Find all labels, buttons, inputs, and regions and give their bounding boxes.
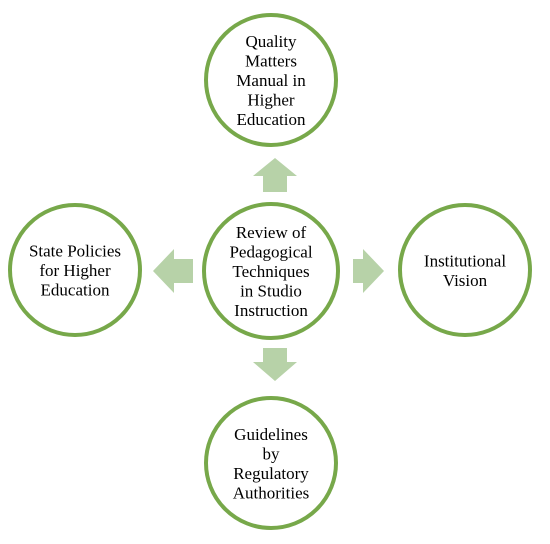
right-label-line: Vision	[443, 271, 488, 290]
left-label-line: for Higher	[39, 261, 111, 280]
bottom-label-line: by	[263, 444, 281, 463]
right-label-line: Institutional	[424, 251, 506, 270]
left-node-circle	[8, 203, 142, 337]
bottom-label-line: Regulatory	[233, 464, 309, 483]
right-node-circle	[398, 203, 532, 337]
center-label-line: Pedagogical	[229, 243, 312, 262]
arrow-right	[353, 249, 384, 293]
center-node-circle	[202, 202, 340, 340]
center-label-line: in Studio	[240, 282, 302, 301]
left-label-line: Education	[41, 281, 110, 300]
center-label-line: Instruction	[234, 301, 308, 320]
top-label-line: Education	[237, 110, 306, 129]
top-label-line: Matters	[245, 52, 297, 71]
left-label-line: State Policies	[29, 242, 121, 261]
bottom-node-circle	[204, 396, 338, 530]
center-label-line: Techniques	[232, 262, 309, 281]
top-node-circle	[204, 13, 338, 147]
top-label-line: Manual in	[236, 71, 306, 90]
center-label-line: Review of	[236, 223, 307, 242]
top-label-line: Higher	[247, 91, 295, 110]
arrow-up	[253, 158, 297, 192]
bottom-label-line: Guidelines	[234, 425, 308, 444]
arrow-left	[153, 249, 193, 293]
top-label-line: Quality	[246, 32, 297, 51]
arrow-down	[253, 348, 297, 381]
bottom-label-line: Authorities	[233, 483, 310, 502]
